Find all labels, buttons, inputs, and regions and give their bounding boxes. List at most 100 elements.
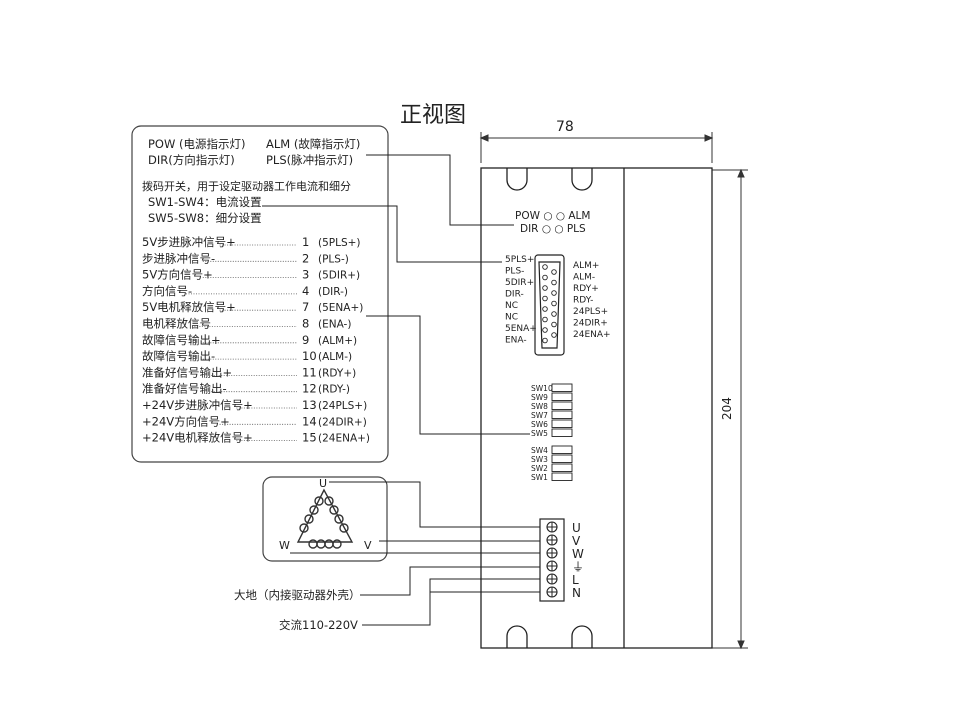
led-row-dir-pls: DIR ○ ○ PLS (520, 223, 586, 235)
db15-pin (551, 321, 557, 328)
db15-connector (534, 254, 565, 356)
pin-desc: +24V方向信号+ (142, 414, 230, 428)
terminal-screw-slot (547, 548, 557, 558)
db15-pin (542, 337, 548, 344)
db15-left-label: 5PLS+ (505, 255, 534, 265)
dip-switch[interactable] (551, 383, 573, 392)
dip-switch[interactable] (551, 472, 573, 481)
pin-number: 15 (302, 431, 317, 445)
terminal-label: W (572, 547, 584, 561)
legend-dip-desc: 拨码开关，用于设定驱动器工作电流和细分 (142, 179, 351, 193)
dip-switch-label: SW3 (531, 455, 548, 464)
pin-desc: 5V电机释放信号+ (142, 300, 236, 314)
pin-number: 7 (302, 300, 309, 314)
pin-number: 4 (302, 284, 309, 298)
db15-left-label: NC (505, 313, 518, 323)
dip-switch-label: SW1 (531, 473, 548, 482)
db15-right-label: 24DIR+ (573, 319, 608, 329)
driver-body (480, 167, 713, 649)
db15-pin (551, 332, 557, 338)
db15-left-label: 5ENA+ (505, 324, 537, 334)
terminal-screw-slot (547, 522, 557, 532)
db15-left-label: NC (505, 301, 518, 311)
pin-number: 2 (302, 251, 309, 265)
dip-switch[interactable] (551, 428, 573, 437)
legend-box (131, 125, 389, 463)
dip-switch[interactable] (551, 463, 573, 472)
pin-number: 10 (302, 349, 317, 363)
db15-pin (551, 311, 557, 317)
pin-desc: 准备好信号输出+ (142, 365, 232, 379)
pin-number: 3 (302, 268, 309, 282)
pin-code: (ALM+) (318, 335, 357, 347)
pin-code: (RDY-) (318, 384, 350, 396)
pin-code: (24DIR+) (318, 416, 367, 428)
db15-left-label: ENA- (505, 336, 527, 346)
terminal-screw-slot (547, 535, 557, 545)
dip-switch[interactable] (551, 392, 573, 401)
pin-list: 5V步进脉冲信号+1(5PLS+)步进脉冲信号-2(PLS-)5V方向信号+3(… (142, 235, 370, 445)
terminal-label: V (572, 534, 581, 548)
motor-winding-symbol (296, 488, 354, 549)
dip-switch-label: SW5 (531, 429, 548, 438)
pin-code: (24ENA+) (318, 433, 370, 445)
terminal-screw-slot (547, 587, 557, 597)
db15-pin (542, 264, 548, 270)
pin-code: (ENA-) (318, 319, 351, 331)
legend-sw-micro: SW5-SW8：细分设置 (148, 211, 262, 225)
terminal-label: U (572, 521, 581, 535)
legend-dir: DIR(方向指示灯) (148, 153, 235, 167)
db15-pin (542, 295, 548, 302)
dip-switch-label: SW6 (531, 420, 548, 429)
terminal-label: L (572, 573, 579, 587)
terminal-screw-slot (547, 574, 557, 584)
dip-switch-label: SW9 (531, 393, 548, 402)
dip-switch-label: SW4 (531, 446, 548, 455)
dip-switch[interactable] (551, 401, 573, 410)
db15-pin (542, 285, 548, 291)
db15-pin (551, 279, 557, 286)
legend-pow: POW (电源指示灯) (148, 137, 246, 151)
db15-right-label: RDY+ (573, 284, 599, 294)
pin-number: 12 (302, 382, 317, 396)
dip-switch-label: SW8 (531, 402, 548, 411)
terminal-housing (539, 518, 565, 602)
pin-code: (RDY+) (318, 367, 356, 379)
dip-switch[interactable] (551, 410, 573, 419)
ground-label: 大地（内接驱动器外壳） (234, 588, 361, 602)
pin-code: (ALM-) (318, 351, 352, 363)
motor-v-label: V (364, 539, 372, 552)
db15-pin (551, 269, 557, 275)
pin-number: 1 (302, 235, 309, 249)
width-label: 78 (556, 119, 574, 135)
pin-desc: 电机释放信号 (142, 317, 211, 331)
legend-sw-current: SW1-SW4：电流设置 (148, 195, 262, 209)
pin-desc: +24V电机释放信号+ (142, 431, 253, 445)
dip-switch-label: SW10 (531, 384, 553, 393)
pin-code: (5PLS+) (318, 237, 361, 249)
db15-pin (551, 300, 557, 307)
pin-desc: 准备好信号输出- (142, 382, 227, 396)
pin-desc: 5V方向信号+ (142, 268, 213, 282)
motor-box (262, 476, 388, 562)
terminal-label: ⏚ (572, 560, 584, 574)
ac-label: 交流110-220V (279, 618, 358, 632)
height-label: 204 (720, 397, 734, 420)
pin-code: (5DIR+) (318, 270, 360, 282)
db15-left-label: 5DIR+ (505, 278, 534, 288)
pin-code: (5ENA+) (318, 302, 363, 314)
pin-number: 13 (302, 398, 317, 412)
pin-code: (24PLS+) (318, 400, 367, 412)
width-dimension (479, 132, 714, 163)
pin-desc: 故障信号输出+ (142, 333, 221, 347)
height-dimension (712, 168, 748, 650)
dip-switch[interactable] (551, 419, 573, 428)
motor-w-label: W (279, 539, 290, 552)
db15-pins (542, 264, 557, 344)
dip-switch[interactable] (551, 445, 573, 454)
pin-desc: 故障信号输出- (142, 349, 215, 363)
dip-switch[interactable] (551, 454, 573, 463)
